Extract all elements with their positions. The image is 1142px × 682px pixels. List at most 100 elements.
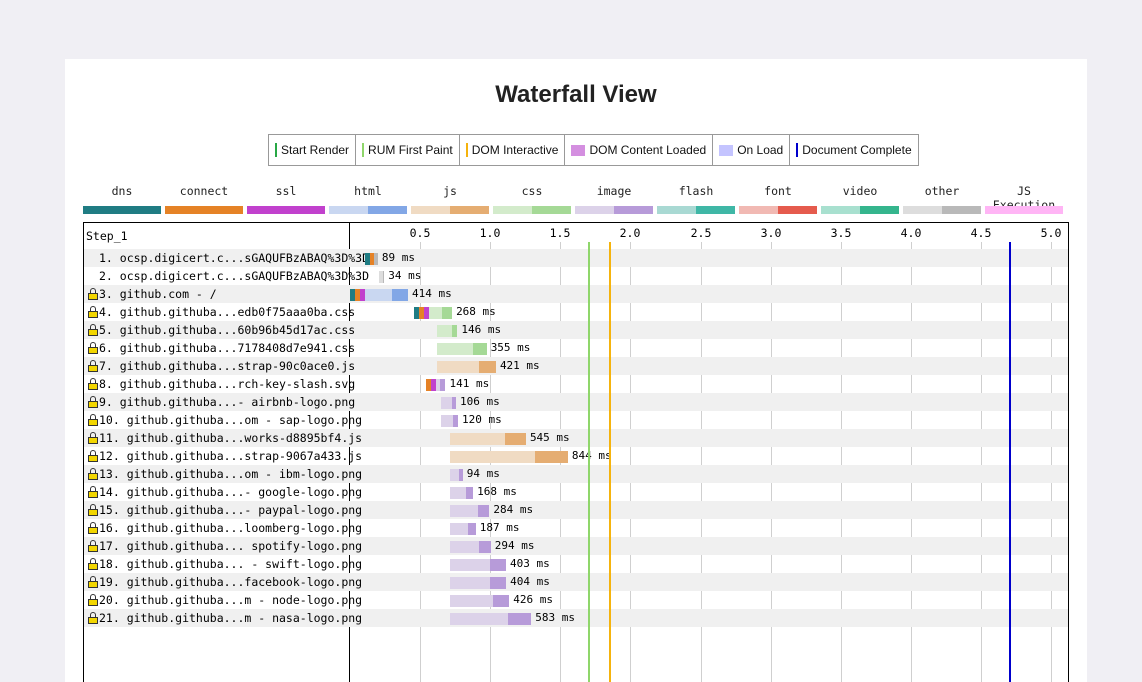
gridline [1051,242,1052,682]
request-url: 1. ocsp.digicert.c...sGAQUFBzABAQ%3D%3D [99,251,370,265]
type-swatch-part [985,206,1024,214]
request-label[interactable]: 11. github.githuba...works-d8895bf4.js [88,430,362,446]
type-swatch-part [821,206,860,214]
request-label[interactable]: 18. github.githuba... - swift-logo.png [88,556,362,572]
lock-icon [88,306,98,318]
legend-box-icon [719,144,734,156]
request-url: 5. github.githuba...60b96b45d17ac.css [99,323,356,337]
request-bar [449,595,510,607]
request-bar [436,325,458,337]
request-label[interactable]: 15. github.githuba...- paypal-logo.png [88,502,362,518]
duration-label: 120 ms [461,413,502,426]
duration-label: 404 ms [510,575,550,588]
request-segment [436,325,452,337]
marker-rum-first-paint [588,242,590,682]
request-row[interactable]: 14. github.githuba...- google-logo.png 16… [84,483,1068,501]
duration-label: 284 ms [493,503,534,516]
request-label[interactable]: 10. github.githuba...om - sap-logo.png [88,412,362,428]
duration-label: 168 ms [477,485,517,498]
download-segment [374,253,378,265]
request-label[interactable]: 4. github.githuba...edb0f75aaa0ba.css [88,304,355,320]
request-url: 6. github.githuba...7178408d7e941.css [99,341,356,355]
type-swatch-part [286,206,325,214]
request-row[interactable]: 19. github.githuba...facebook-logo.png 40… [84,573,1068,591]
request-label[interactable]: 20. github.githuba...m - node-logo.png [88,592,362,608]
download-segment [504,433,526,445]
request-row[interactable]: 13. github.githuba...om - ibm-logo.png 94… [84,465,1068,483]
download-segment [492,595,510,607]
request-label[interactable]: 6. github.githuba...7178408d7e941.css [88,340,355,356]
request-row[interactable]: 10. github.githuba...om - sap-logo.png 12… [84,411,1068,429]
request-row[interactable]: 3. github.com - / 414 ms [84,285,1068,303]
request-label[interactable]: 9. github.githuba...- airbnb-logo.png [88,394,355,410]
request-bar [365,253,378,265]
request-bar [436,343,487,355]
download-segment [453,415,458,427]
request-label[interactable]: 13. github.githuba...om - ibm-logo.png [88,466,362,482]
request-label[interactable]: 14. github.githuba...- google-logo.png [88,484,362,500]
request-label[interactable]: 5. github.githuba...60b96b45d17ac.css [88,322,355,338]
type-legend-image: image [575,184,653,214]
download-segment [439,379,446,391]
request-label[interactable]: 2. ocsp.digicert.c...sGAQUFBzABAQ%3D%3D [88,268,369,284]
download-segment [479,361,496,373]
request-row[interactable]: 20. github.githuba...m - node-logo.png 42… [84,591,1068,609]
request-label[interactable]: 16. github.githuba...loomberg-logo.png [88,520,362,536]
lock-icon [88,576,98,588]
type-swatch [575,206,653,214]
download-segment [490,577,507,589]
download-segment [459,469,463,481]
request-row[interactable]: 21. github.githuba...m - nasa-logo.png 58… [84,609,1068,627]
duration-label: 426 ms [513,593,554,606]
request-label[interactable]: 17. github.githuba... spotify-logo.png [88,538,362,554]
axis-tick-label: 3.0 [760,226,782,240]
download-segment [466,487,474,499]
request-url: 11. github.githuba...works-d8895bf4.js [99,431,363,445]
request-label[interactable]: 3. github.com - / [88,286,346,302]
request-label[interactable]: 12. github.githuba...strap-9067a433.js [88,448,362,464]
duration-label: 844 ms [571,449,612,462]
type-swatch-part [83,206,122,214]
type-swatch-part [204,206,243,214]
type-swatch [739,206,817,214]
request-bar [449,613,532,625]
type-swatch-part [493,206,532,214]
download-segment [451,325,458,337]
request-label[interactable]: 19. github.githuba...facebook-logo.png [88,574,362,590]
duration-label: 414 ms [412,287,452,300]
lock-icon [88,342,98,354]
type-legend-flash: flash [657,184,735,214]
type-label: JS Execution [992,184,1056,212]
duration-label: 94 ms [466,467,500,480]
request-url: 7. github.githuba...strap-90c0ace0.js [99,359,356,373]
request-segment [441,415,454,427]
duration-label: 583 ms [535,611,576,624]
request-label[interactable]: 21. github.githuba...m - nasa-logo.png [88,610,362,626]
type-legend-video: video [821,184,899,214]
type-label: js [443,184,457,198]
type-legend-other: other [903,184,981,214]
request-label[interactable]: 8. github.githuba...rch-key-slash.svg [88,376,355,392]
type-label: ssl [275,184,297,198]
request-bar [449,433,526,445]
request-row[interactable]: 12. github.githuba...strap-9067a433.js 84… [84,447,1068,465]
request-bar [449,505,490,517]
request-bar [436,361,496,373]
request-label[interactable]: 7. github.githuba...strap-90c0ace0.js [88,358,355,374]
request-label[interactable]: 1. ocsp.digicert.c...sGAQUFBzABAQ%3D%3D [88,250,369,266]
request-row[interactable]: 15. github.githuba...- paypal-logo.png 28… [84,501,1068,519]
request-segment [436,343,473,355]
